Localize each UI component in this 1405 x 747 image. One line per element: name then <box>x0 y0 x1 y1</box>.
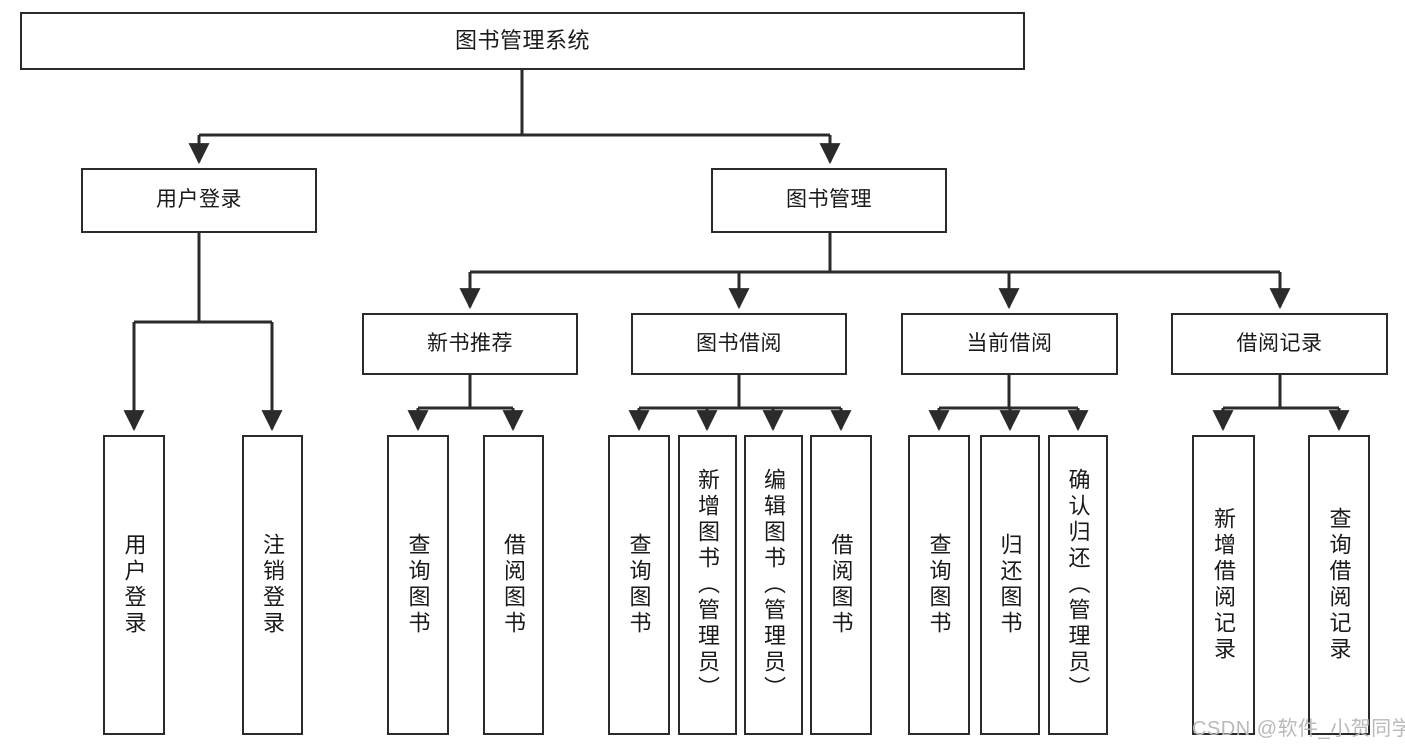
node-leaf-borrow-book-2[interactable]: 借阅图书 <box>810 435 872 735</box>
node-leaf-borrow-book-1[interactable]: 借阅图书 <box>483 435 544 735</box>
node-label: 图书管理 <box>786 188 872 212</box>
node-label: 当前借阅 <box>966 331 1053 355</box>
node-leaf-user-login[interactable]: 用户登录 <box>103 435 165 735</box>
node-label: 借阅图书 <box>501 533 527 637</box>
node-label: 新增借阅记录 <box>1211 507 1237 663</box>
node-user-login[interactable]: 用户登录 <box>81 168 317 233</box>
node-label: 查询借阅记录 <box>1326 507 1352 663</box>
node-leaf-return-book[interactable]: 归还图书 <box>980 435 1040 735</box>
node-label: 查询图书 <box>405 533 431 637</box>
node-leaf-query-borrow-record[interactable]: 查询借阅记录 <box>1308 435 1370 735</box>
node-label: 图书借阅 <box>696 331 782 355</box>
node-leaf-query-book-3[interactable]: 查询图书 <box>908 435 970 735</box>
node-book-borrow[interactable]: 图书借阅 <box>631 313 847 375</box>
node-book-manage[interactable]: 图书管理 <box>711 168 947 233</box>
node-label: 借阅记录 <box>1236 331 1323 355</box>
csdn-watermark: CSDN @软件_小贺同学 <box>1192 718 1405 740</box>
node-leaf-confirm-return[interactable]: 确认归还（管理员） <box>1048 435 1108 735</box>
node-leaf-query-book-2[interactable]: 查询图书 <box>608 435 670 735</box>
node-label: 新增图书（管理员） <box>695 468 721 702</box>
node-label: 用户登录 <box>121 533 147 637</box>
node-label: 借阅图书 <box>828 533 854 637</box>
node-new-book-recommend[interactable]: 新书推荐 <box>362 313 578 375</box>
node-label: 查询图书 <box>926 533 952 637</box>
node-label: 注销登录 <box>260 533 286 637</box>
node-leaf-edit-book-admin[interactable]: 编辑图书（管理员） <box>744 435 803 735</box>
node-label: 查询图书 <box>626 533 652 637</box>
node-root-system[interactable]: 图书管理系统 <box>20 12 1025 70</box>
node-borrow-record[interactable]: 借阅记录 <box>1171 313 1388 375</box>
node-label: 图书管理系统 <box>454 28 590 54</box>
node-label: 编辑图书（管理员） <box>761 468 787 702</box>
node-leaf-add-borrow-record[interactable]: 新增借阅记录 <box>1192 435 1255 735</box>
node-label: 新书推荐 <box>427 331 513 355</box>
node-leaf-query-book-1[interactable]: 查询图书 <box>387 435 449 735</box>
node-label: 归还图书 <box>997 533 1023 637</box>
node-label: 确认归还（管理员） <box>1065 468 1091 702</box>
node-current-borrow[interactable]: 当前借阅 <box>901 313 1118 375</box>
node-leaf-add-book-admin[interactable]: 新增图书（管理员） <box>678 435 737 735</box>
node-label: 用户登录 <box>156 188 242 212</box>
node-leaf-user-logout[interactable]: 注销登录 <box>242 435 303 735</box>
